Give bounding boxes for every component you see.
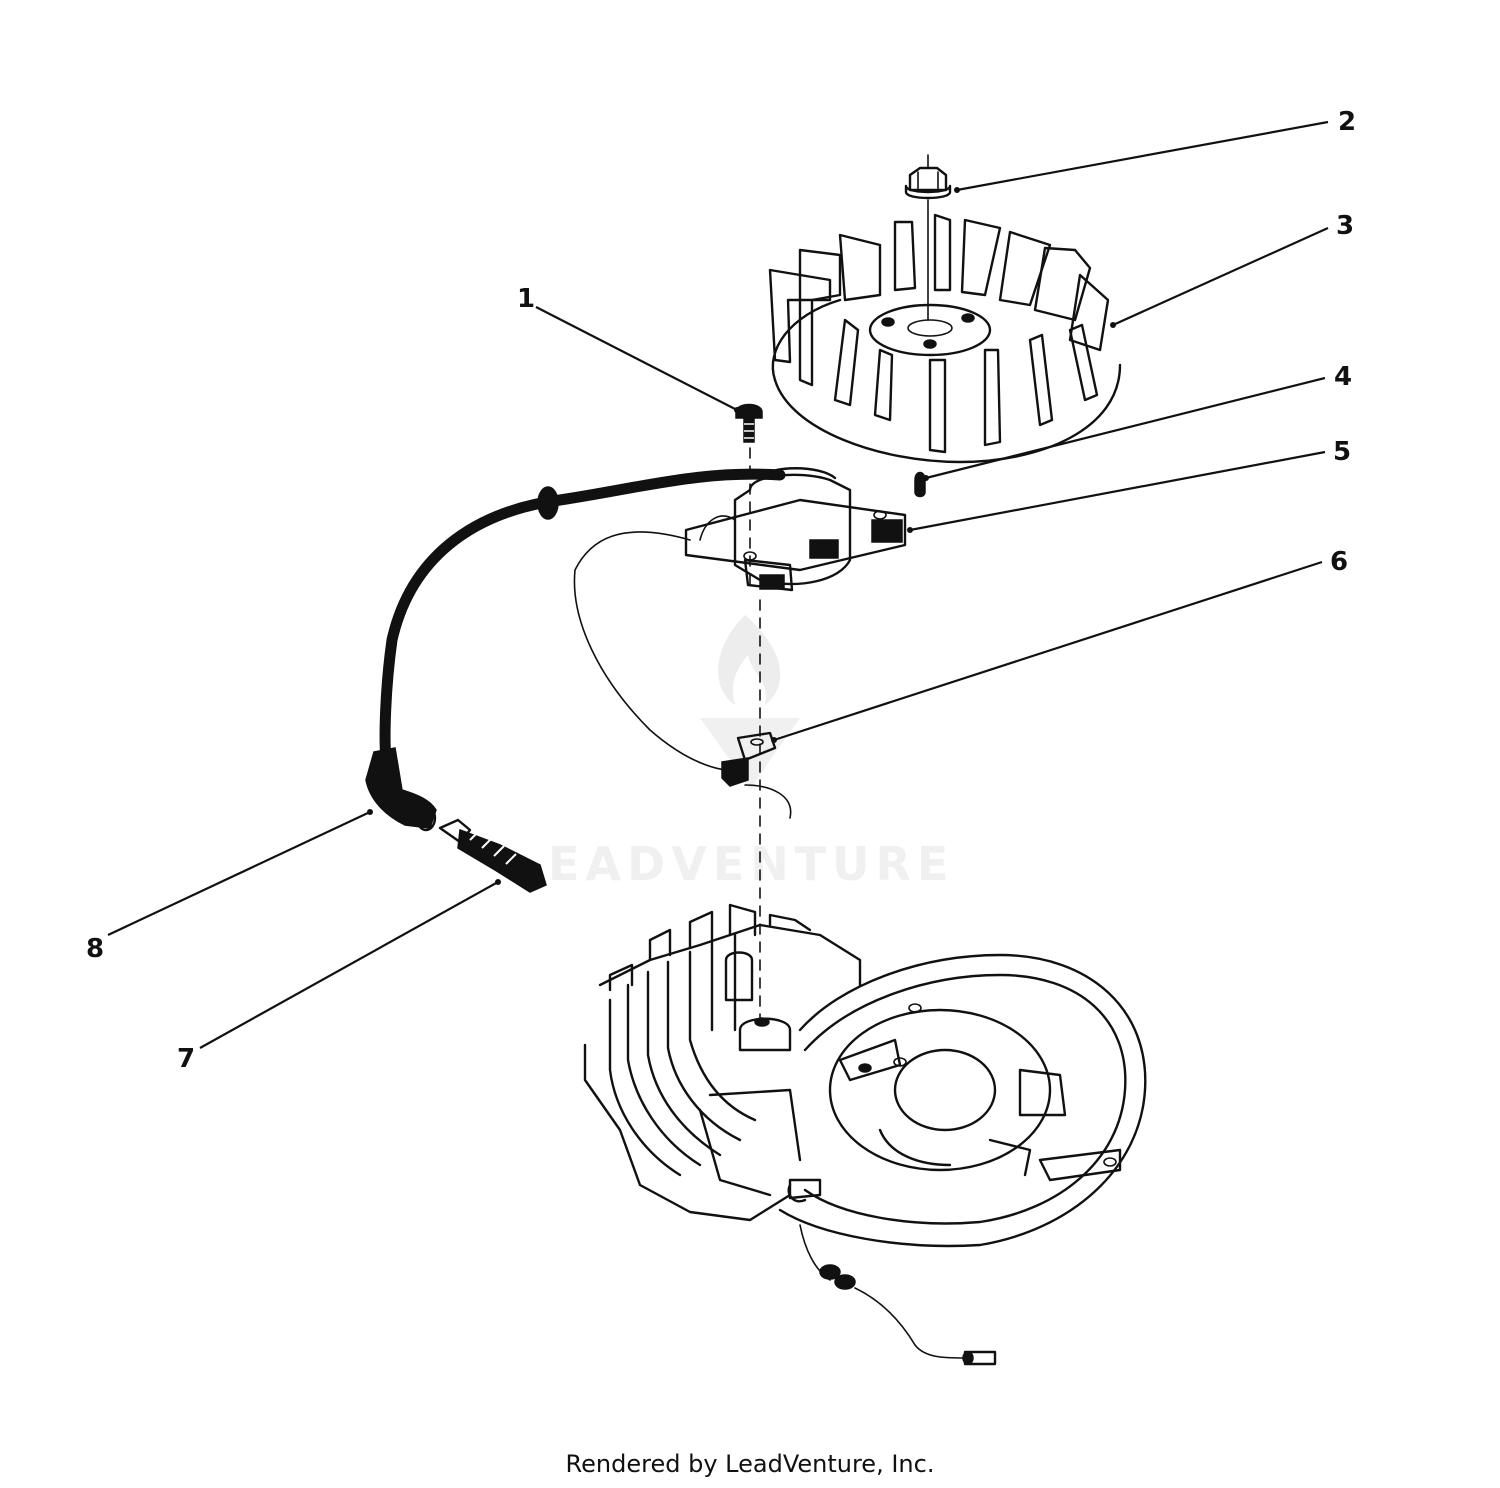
leader-line-5 — [909, 450, 1326, 532]
leader-line-8 — [107, 811, 371, 936]
leader-line-2 — [956, 120, 1329, 192]
lead-grommet — [537, 486, 559, 520]
leader-line-1 — [535, 306, 738, 411]
callout-6: 6 — [1330, 547, 1348, 577]
ignition-lead-wire — [379, 468, 786, 766]
footer-credit: Rendered by LeadVenture, Inc. — [565, 1450, 935, 1478]
leader-lines — [107, 120, 1329, 1049]
leader-line-7 — [199, 881, 499, 1049]
leader-line-3 — [1112, 226, 1329, 327]
callout-8: 8 — [86, 934, 104, 964]
callout-4: 4 — [1334, 362, 1352, 392]
callout-2: 2 — [1338, 107, 1356, 137]
part-ignition-module — [684, 467, 907, 592]
ground-wire-end — [744, 784, 792, 819]
part-spark-plug — [438, 818, 547, 893]
part-spark-plug-boot — [365, 747, 437, 832]
callout-5: 5 — [1333, 437, 1351, 467]
part-screw — [735, 403, 763, 443]
part-engine-block — [583, 903, 1147, 1248]
callout-1: 1 — [517, 284, 535, 314]
kill-wire — [799, 1224, 997, 1366]
ground-wire — [573, 531, 731, 771]
part-flywheel — [768, 199, 1122, 464]
leader-line-6 — [773, 560, 1323, 742]
leader-line-4 — [925, 376, 1326, 480]
watermark: EADVENTURE — [548, 615, 954, 891]
callout-numbers: 1 2 3 4 5 6 7 8 — [86, 107, 1356, 1074]
part-flywheel-key — [914, 471, 926, 498]
callout-7: 7 — [177, 1044, 195, 1074]
part-flywheel-nut — [904, 154, 952, 200]
callout-3: 3 — [1336, 211, 1354, 241]
watermark-text: EADVENTURE — [548, 837, 954, 891]
